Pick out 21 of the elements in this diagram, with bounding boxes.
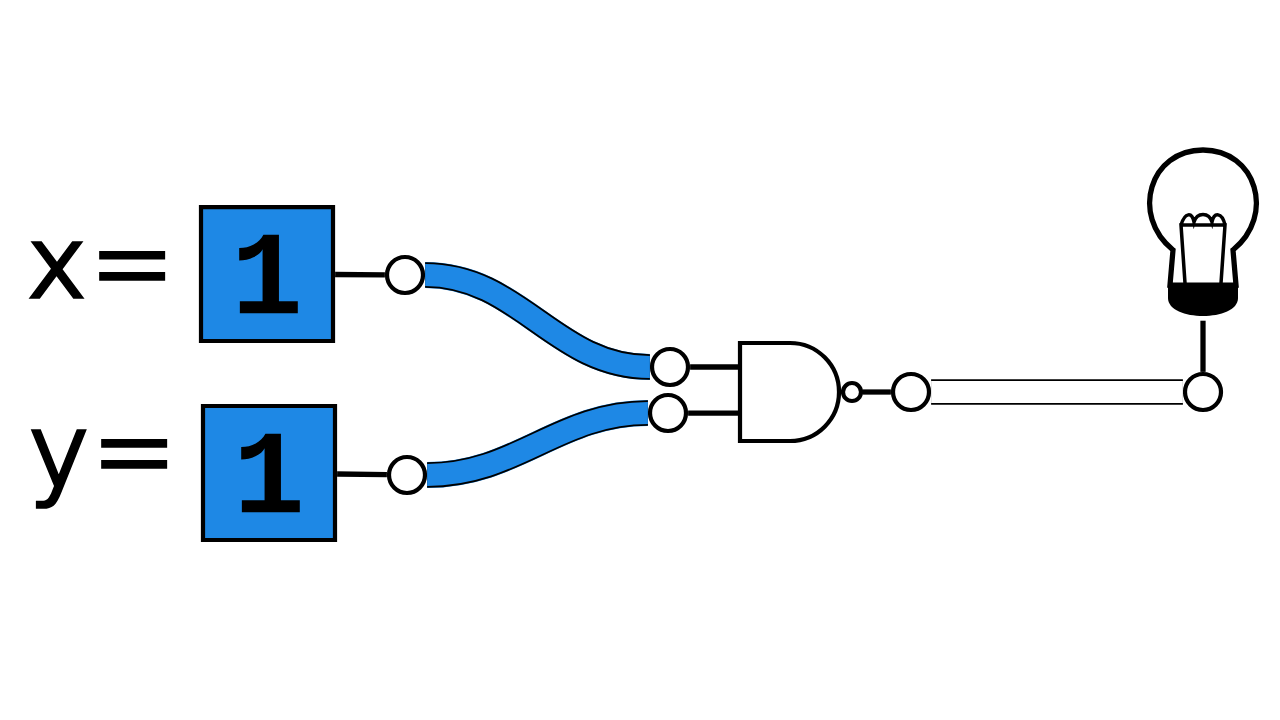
value-box: 1 xyxy=(198,204,336,344)
wire xyxy=(426,400,649,488)
wire xyxy=(1200,320,1206,372)
wire xyxy=(690,364,740,370)
value-box: 1 xyxy=(200,403,338,543)
wire xyxy=(337,471,387,478)
wire xyxy=(688,410,740,416)
terminal-circle xyxy=(384,254,426,296)
terminal-circle xyxy=(647,392,689,434)
wire xyxy=(862,389,891,395)
wire xyxy=(424,262,651,380)
terminal-circle xyxy=(1182,371,1224,413)
nand-gate xyxy=(737,340,864,444)
variable-label: x= xyxy=(28,241,166,299)
light-bulb-drawing xyxy=(1147,147,1259,316)
variable-label: y= xyxy=(30,429,168,509)
wire xyxy=(931,379,1183,405)
terminal-circle xyxy=(649,346,691,388)
terminal-circle xyxy=(386,454,428,496)
terminal-circle xyxy=(890,371,932,413)
wire xyxy=(335,271,385,278)
